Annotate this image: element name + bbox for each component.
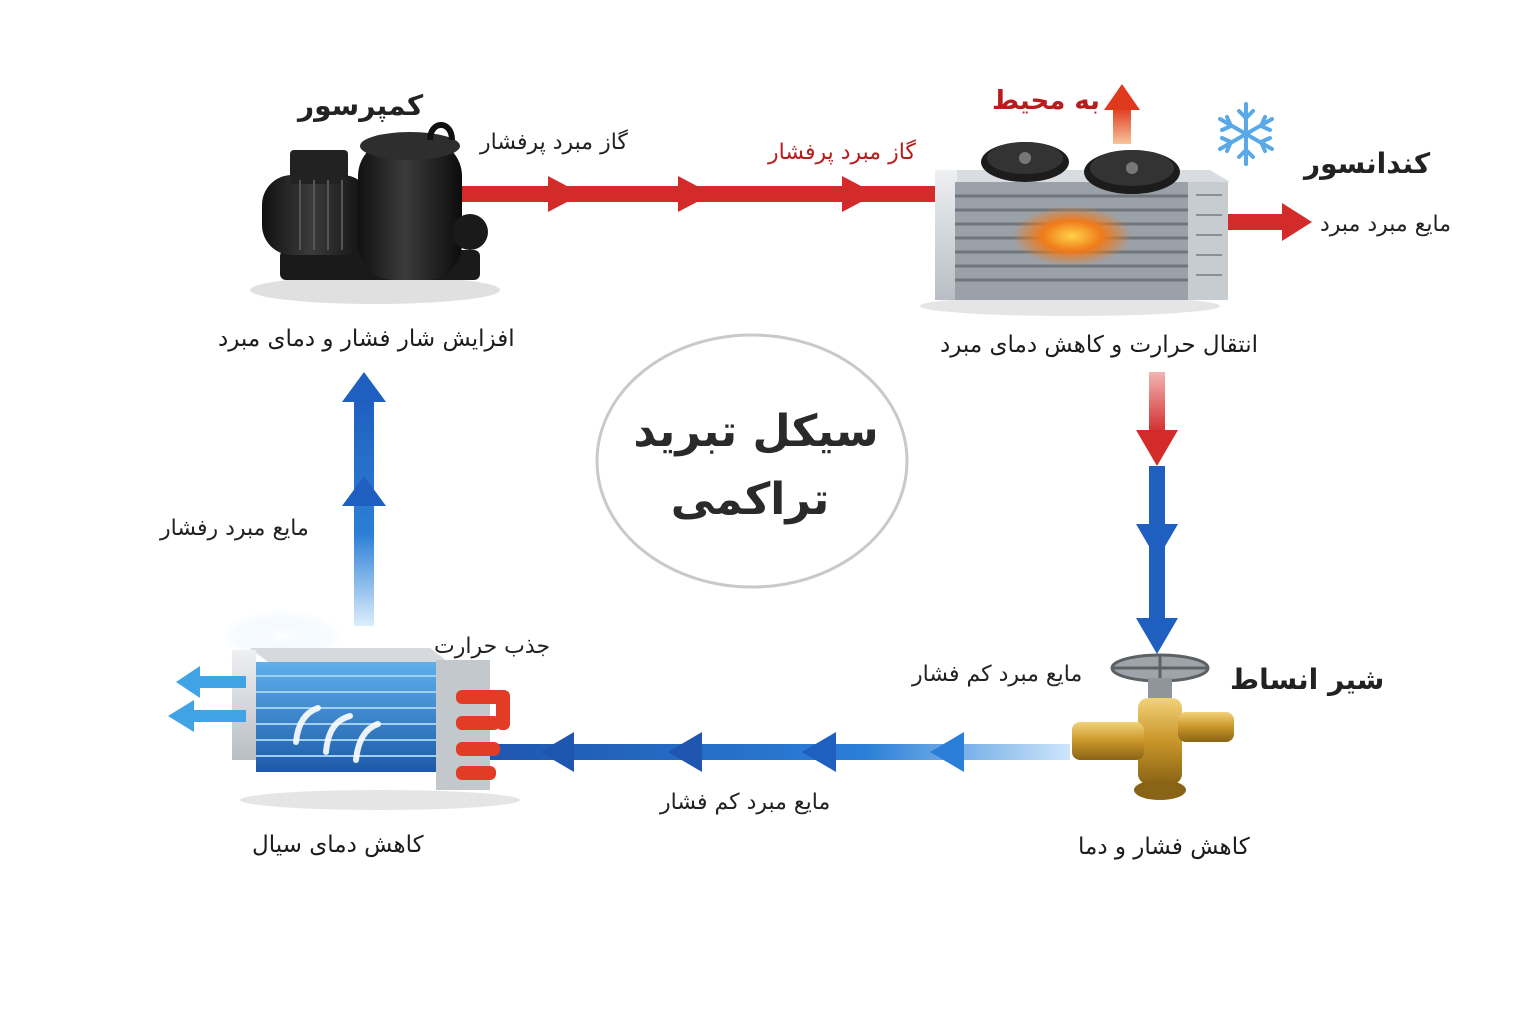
center-ellipse [595,333,909,589]
evaporator-outlet-arrows [168,666,246,732]
fan-icon [981,142,1180,194]
center-title-line2: تراکمی [670,474,830,525]
condenser-caption: انتقال حرارت و کاهش دمای مبرد [940,332,1258,358]
expansion-valve-caption: کاهش فشار و دما [1078,834,1250,860]
compressor-icon [250,122,500,304]
low-pressure-arrows [490,732,1070,772]
flow-label-hot-gas-b: گاز مبرد پرفشار [768,140,916,165]
to-environment-label: به محیط [992,86,1100,116]
condenser-icon [920,170,1230,316]
evaporator-icon [222,610,520,810]
flow-label-return: مایع مبرد رفشار [160,516,309,541]
to-environment-arrow [1104,84,1140,144]
flow-label-low-pressure: مایع مبرد کم فشار [660,790,831,815]
compressor-caption: افزایش شار فشار و دمای مبرد [218,326,515,352]
condenser-title: کندانسور [1304,147,1431,180]
return-arrows [342,372,386,626]
flow-label-hot-gas-a: گاز مبرد پرفشار [480,130,628,155]
condenser-to-valve-arrows [1136,372,1178,654]
hot-gas-arrows [462,176,942,212]
compressor-title: کمپرسور [298,89,424,122]
evaporator-caption: کاهش دمای سیال [252,832,424,858]
condenser-outlet-label: مایع مبرد مبرد [1320,212,1452,237]
center-title-line1: سیکل تبرید [633,406,879,457]
expansion-valve-icon [1072,653,1234,800]
expansion-valve-inlet-label: مایع مبرد کم فشار [912,662,1083,687]
expansion-valve-title: شیر انساط [1230,663,1385,696]
evaporator-absorb-label: جذب حرارت [434,634,551,659]
snowflake-icon [1218,102,1274,166]
